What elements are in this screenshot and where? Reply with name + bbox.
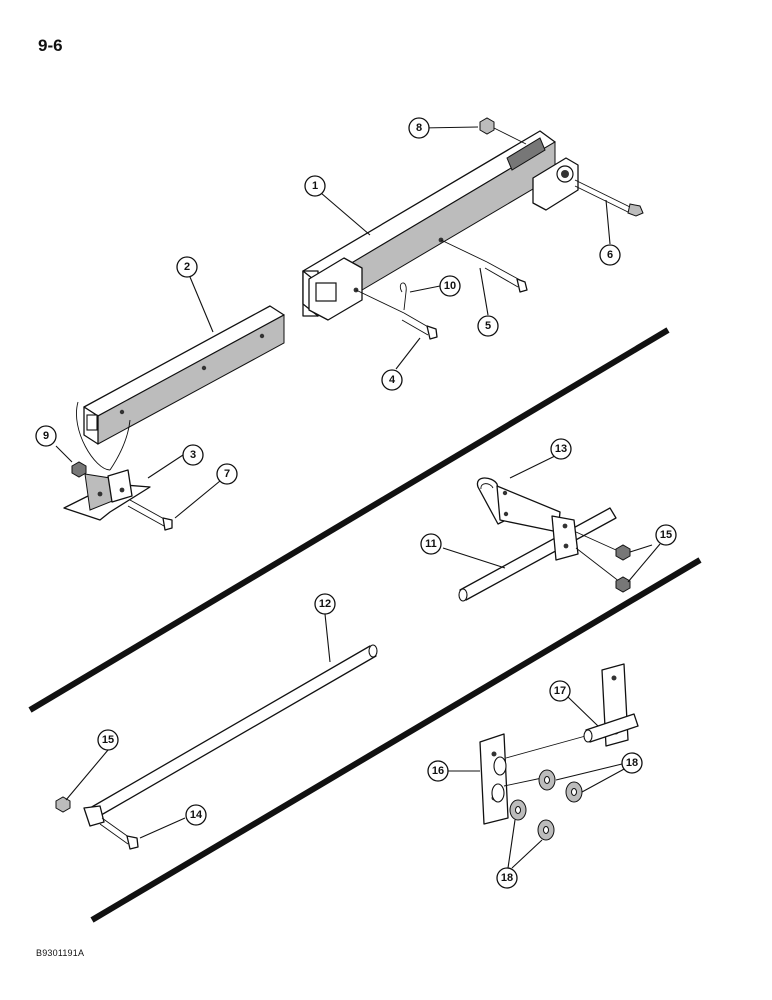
svg-text:17: 17: [554, 685, 566, 697]
callout-15: 15: [655, 524, 677, 546]
svg-text:15: 15: [660, 529, 672, 541]
part-5-bolt: [440, 239, 528, 293]
part-4-bolt: [355, 289, 438, 340]
part-3-foot: [63, 469, 151, 521]
part-1-tube: [302, 130, 579, 321]
svg-text:7: 7: [224, 468, 230, 480]
callout-2: 2: [176, 256, 198, 278]
svg-text:16: 16: [432, 765, 444, 777]
svg-text:13: 13: [555, 443, 567, 455]
callout-7: 7: [216, 463, 238, 485]
part-13-bracket: [476, 477, 579, 561]
svg-text:10: 10: [444, 280, 456, 292]
part-17-plate: [583, 663, 639, 747]
callout-8: 8: [408, 117, 430, 139]
svg-text:15: 15: [102, 734, 114, 746]
part-6-bolt: [574, 179, 644, 217]
divider-line-lower: [90, 557, 702, 923]
callout-5: 5: [477, 315, 499, 337]
svg-text:11: 11: [425, 538, 437, 550]
callout-18: 18: [621, 752, 643, 774]
callout-16: 16: [427, 760, 449, 782]
callout-4: 4: [381, 369, 403, 391]
callout-9: 9: [35, 425, 57, 447]
leader-lines: [55, 126, 661, 869]
part-18-washers: [509, 769, 583, 841]
svg-text:6: 6: [607, 249, 613, 261]
callout-17: 17: [549, 680, 571, 702]
part-2-tube: [76, 305, 285, 471]
part-9-nut: [71, 461, 87, 478]
part-7-bolt: [127, 499, 173, 531]
svg-text:14: 14: [190, 809, 203, 821]
page-number: 9-6: [38, 36, 63, 55]
part-15-nuts-upper: [575, 531, 631, 593]
svg-text:5: 5: [485, 320, 491, 332]
callout-18-lower: 18: [496, 867, 518, 889]
svg-text:9: 9: [43, 430, 49, 442]
part-12-rod: [83, 644, 378, 827]
callout-3: 3: [182, 444, 204, 466]
callout-14: 14: [185, 804, 207, 826]
svg-text:8: 8: [416, 122, 422, 134]
svg-text:1: 1: [312, 180, 318, 192]
svg-text:18: 18: [626, 757, 638, 769]
part-8-nut: [479, 117, 527, 145]
part-10-pin: [399, 282, 407, 311]
callout-10: 10: [439, 275, 461, 297]
svg-text:3: 3: [190, 449, 196, 461]
divider-line-upper: [28, 327, 670, 713]
callout-1: 1: [304, 175, 326, 197]
callout-6: 6: [599, 244, 621, 266]
figure-code: B9301191A: [36, 948, 85, 958]
callout-12: 12: [314, 593, 336, 615]
callout-11: 11: [420, 533, 442, 555]
svg-text:2: 2: [184, 261, 190, 273]
part-14-bolt: [99, 817, 139, 850]
svg-text:18: 18: [501, 872, 513, 884]
svg-text:12: 12: [319, 598, 331, 610]
callout-15-lower: 15: [97, 729, 119, 751]
svg-text:4: 4: [389, 374, 396, 386]
part-15-nut-lower: [55, 796, 71, 813]
callout-13: 13: [550, 438, 572, 460]
